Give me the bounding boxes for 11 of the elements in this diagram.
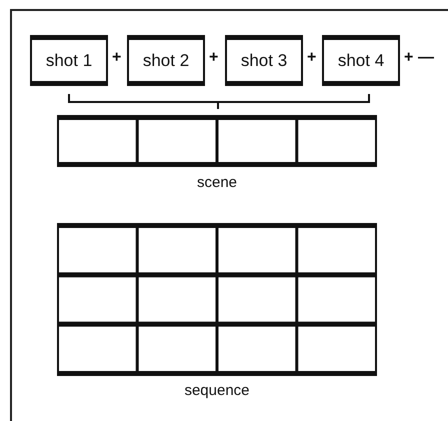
plus-sign: + xyxy=(209,49,218,67)
plus-sign: + xyxy=(404,49,414,67)
shot-frame: shot 3 xyxy=(225,35,303,86)
plus-sign: + xyxy=(307,49,316,67)
dash-sign: — xyxy=(418,49,434,67)
node-label: sequence xyxy=(184,382,250,399)
shot-frame: shot 4 xyxy=(322,35,400,86)
plus-sign: + xyxy=(112,49,122,67)
shot-frame: shot 1 xyxy=(30,35,108,86)
node-label: scene xyxy=(196,174,238,191)
shot-frame: shot 2 xyxy=(127,35,205,86)
